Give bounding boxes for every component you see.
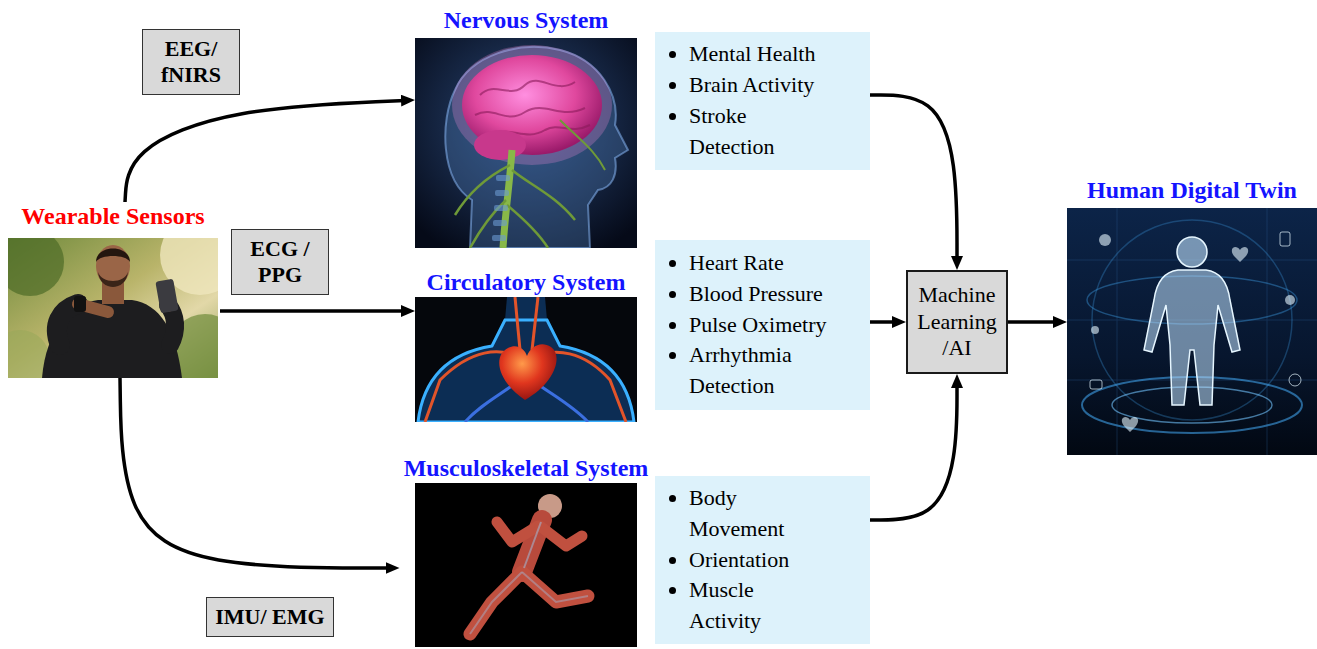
sensor-photo-part bbox=[8, 238, 64, 296]
sensor-photo-part bbox=[155, 279, 178, 314]
musculoskeletal-image-part bbox=[540, 526, 582, 546]
list-item: Heart Rate bbox=[689, 248, 849, 279]
digital-twin-image-part bbox=[1232, 247, 1248, 262]
nervous-system-image-part bbox=[415, 38, 637, 248]
musculoskeletal-image-part bbox=[470, 572, 522, 634]
digital-twin-image-part bbox=[1177, 237, 1207, 267]
sensor-photo-part bbox=[96, 245, 130, 287]
musculoskeletal-image-part bbox=[470, 572, 522, 634]
connector-arrow bbox=[125, 100, 405, 202]
musculoskeletal-image-part bbox=[522, 572, 588, 602]
circulatory-system-image-part bbox=[532, 297, 538, 350]
connector-arrow bbox=[1008, 320, 1057, 324]
box-label: Machine Learning /AI bbox=[912, 282, 1002, 361]
sensor-type-label: IMU/ EMG bbox=[206, 597, 333, 637]
nervous-system-image-part bbox=[560, 120, 605, 170]
list-item: Brain Activity bbox=[689, 70, 834, 101]
nervous-system-image-part bbox=[503, 150, 512, 248]
digital-twin-image-part bbox=[1092, 220, 1292, 420]
bullet-list: Heart RateBlood PressurePulse OximetryAr… bbox=[655, 244, 855, 406]
list-item: Pulse Oximetry bbox=[689, 310, 849, 341]
digital-twin-image-part bbox=[1067, 208, 1317, 455]
list-item: Mental Health bbox=[689, 39, 834, 70]
sensor-photo-part bbox=[74, 296, 86, 312]
sensor-type-label: EEG/ fNIRS bbox=[142, 29, 240, 96]
connector-arrow bbox=[870, 95, 957, 260]
nervous-system-image-part bbox=[512, 170, 575, 220]
digital-twin-image bbox=[1067, 208, 1317, 455]
digital-twin-image-part bbox=[1067, 208, 1317, 455]
sensor-node: Wearable Sensors bbox=[6, 202, 220, 378]
system-heading: Nervous System bbox=[444, 6, 609, 34]
digital-twin-image-part bbox=[1091, 326, 1099, 334]
list-item: Orientation bbox=[689, 545, 814, 576]
metric-list: Heart RateBlood PressurePulse OximetryAr… bbox=[655, 240, 870, 410]
nervous-system-image-part bbox=[494, 205, 508, 211]
system-heading: Musculoskeletal System bbox=[404, 454, 649, 482]
musculoskeletal-image-part bbox=[524, 522, 541, 568]
digital-twin-node: Human Digital Twin bbox=[1067, 176, 1317, 455]
list-item: Stroke Detection bbox=[689, 101, 834, 163]
metric-list: Mental HealthBrain ActivityStroke Detect… bbox=[655, 32, 870, 170]
sensor-photo-part bbox=[98, 272, 128, 287]
nervous-system-image-part bbox=[507, 205, 548, 248]
circulatory-system-image bbox=[415, 297, 637, 422]
nervous-system-image bbox=[415, 38, 637, 248]
list-item: Body Movement bbox=[689, 483, 814, 545]
musculoskeletal-image-part bbox=[415, 483, 637, 647]
digital-twin-image-part bbox=[1082, 377, 1302, 433]
nervous-system-image-part bbox=[496, 175, 510, 181]
musculoskeletal-image-part bbox=[522, 572, 588, 602]
list-item: Arrhythmia Detection bbox=[689, 340, 849, 402]
digital-twin-image-part bbox=[1280, 232, 1290, 246]
sensor-type-label: ECG / PPG bbox=[231, 229, 329, 296]
circulatory-system-image-part bbox=[515, 297, 520, 350]
system-heading: Human Digital Twin bbox=[1087, 176, 1297, 204]
metric-list: Body MovementOrientationMuscle Activity bbox=[655, 476, 870, 644]
nervous-system-image-part bbox=[480, 81, 575, 95]
digital-twin-image-part bbox=[1090, 380, 1102, 389]
circulatory-system-image-part bbox=[415, 297, 637, 422]
system-heading: Circulatory System bbox=[427, 268, 626, 296]
list-item: Blood Pressure bbox=[689, 279, 849, 310]
bullet-list: Body MovementOrientationMuscle Activity bbox=[655, 479, 820, 641]
sensor-photo-part bbox=[96, 249, 130, 263]
process-box: Machine Learning /AI bbox=[906, 270, 1008, 374]
sensor-photo bbox=[8, 238, 218, 378]
connector-arrow bbox=[870, 320, 896, 324]
connector-arrow bbox=[120, 378, 390, 568]
nervous-system-image-part bbox=[495, 190, 509, 196]
list-item: Muscle Activity bbox=[689, 575, 814, 637]
nervous-system-image-part bbox=[474, 130, 526, 160]
connector-arrow bbox=[220, 309, 405, 313]
digital-twin-image-part bbox=[1122, 417, 1138, 432]
digital-twin-image-part bbox=[1099, 234, 1111, 246]
circulatory-system-image-part bbox=[505, 297, 547, 320]
bullet-list: Mental HealthBrain ActivityStroke Detect… bbox=[655, 35, 840, 166]
system-node: Nervous System bbox=[415, 6, 637, 248]
musculoskeletal-image-part bbox=[497, 522, 538, 542]
nervous-system-image-part bbox=[455, 165, 510, 215]
connector-arrow bbox=[870, 384, 957, 520]
digital-twin-image-part bbox=[1144, 270, 1240, 405]
circulatory-system-image-part bbox=[499, 344, 556, 400]
system-heading: Wearable Sensors bbox=[21, 202, 204, 230]
musculoskeletal-image bbox=[415, 483, 637, 647]
connectors bbox=[120, 95, 1057, 568]
nervous-system-image-part bbox=[475, 108, 585, 117]
digital-twin-image-part bbox=[1289, 374, 1301, 386]
box-content: Machine Learning /AI bbox=[912, 282, 1002, 361]
nervous-system-image-part bbox=[492, 235, 506, 241]
system-node: Musculoskeletal System bbox=[400, 454, 653, 648]
digital-twin-image-part bbox=[1285, 295, 1295, 305]
nervous-system-image-part bbox=[493, 220, 507, 226]
circulatory-system-image-part bbox=[418, 320, 634, 422]
system-node: Circulatory System bbox=[415, 268, 637, 422]
